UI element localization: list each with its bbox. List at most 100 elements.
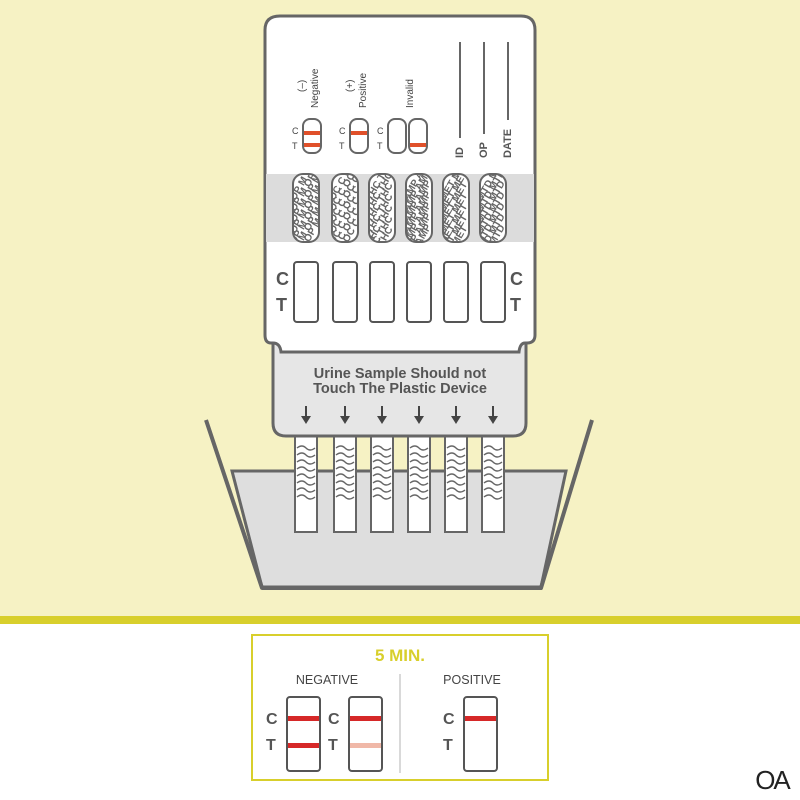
arrow-down-icon [451,406,461,424]
result-window-thc [369,261,395,323]
strip-wave [372,466,392,472]
window-c-left: C [276,269,289,289]
strip-wave [483,452,503,458]
strip-wave [372,445,392,451]
strip-wave [296,452,316,458]
result-window-met [443,261,469,323]
strip-wave [296,473,316,479]
result-neg2-t: T [328,737,338,754]
test-strip-met [444,431,468,533]
warning-line-1: Urine Sample Should not [314,366,487,382]
test-strip-amp [407,431,431,533]
result-window-coc [332,261,358,323]
legend-invalid-t: T [377,141,383,151]
legend-negative-sign: (–) [297,80,308,92]
arrow-down-icon [377,406,387,424]
strip-wave [335,466,355,472]
legend-negative-window [302,118,322,154]
strip-wave [409,459,429,465]
strip-wave [296,487,316,493]
legend-negative-t-line [304,143,320,147]
strip-wave [483,459,503,465]
result-neg1-t-line [288,743,319,748]
legend-positive-c-line [351,131,367,135]
drug-panel-mop: OP M OP MOP M OP MOP M OP MOP M OP MOP M… [292,173,320,243]
strip-wave [483,445,503,451]
legend-invalid-c: C [377,126,384,136]
strip-wave [335,480,355,486]
legend-positive-window [349,118,369,154]
result-pos-window [463,696,498,772]
drug-panel-capsule [405,173,433,243]
strip-wave [409,480,429,486]
strip-wave [446,459,466,465]
strip-wave [409,487,429,493]
strip-wave [372,452,392,458]
field-date-label: DATE [502,129,514,158]
window-t-left: T [276,295,287,315]
result-pos-c: C [443,711,455,728]
result-window-mop [293,261,319,323]
cup-outline [204,419,594,590]
legend-invalid-window-1 [387,118,407,154]
legend-invalid-t-line [410,143,426,147]
strip-wave [296,445,316,451]
result-pos-c-line [465,716,496,721]
legend-negative-c: C [292,126,299,136]
drug-panel-capsule [331,173,359,243]
legend-invalid-label: Invalid [405,79,416,108]
test-strip-coc [333,431,357,533]
strip-wave [409,494,429,500]
strip-wave [296,494,316,500]
brand-logo: OA [755,765,791,795]
field-id-label: ID [454,147,466,158]
strip-wave [483,473,503,479]
arrow-down-icon [340,406,350,424]
legend-positive-label: Positive [358,73,369,108]
strip-wave [446,473,466,479]
record-fields: ID OP DATE [454,42,514,158]
result-neg1-window [286,696,321,772]
result-positive-label: POSITIVE [443,673,501,687]
warning-line-2: Touch The Plastic Device [313,381,487,397]
legend-negative-t: T [292,141,298,151]
result-card: 5 MIN. NEGATIVE POSITIVE C T C T C T [251,634,549,781]
legend-positive-t: T [339,141,345,151]
window-c-right: C [510,269,523,289]
strip-wave [409,445,429,451]
drug-panel-capsule [368,173,396,243]
strip-wave [372,459,392,465]
arrow-down-icon [488,406,498,424]
test-strip-mtd [481,431,505,533]
window-t-right: T [510,295,521,315]
result-neg1-t: T [266,737,276,754]
strip-wave [483,494,503,500]
legend-negative-label: Negative [310,68,321,108]
device-sample-area [271,338,528,438]
result-windows [293,261,506,323]
legend-positive-c: C [339,126,346,136]
divider-stripe [0,616,800,624]
drug-panels: OP M OP MOP M OP MOP M OP MOP M OP MOP M… [292,173,507,243]
strip-wave [296,466,316,472]
strip-wave [372,473,392,479]
strip-wave [296,480,316,486]
result-neg2-window [348,696,383,772]
result-pos-t: T [443,737,453,754]
strip-wave [409,466,429,472]
result-neg2-c-line [350,716,381,721]
result-neg2-t-line [350,743,381,748]
strip-wave [409,452,429,458]
legend-negative-c-line [304,131,320,135]
drug-panel-capsule [442,173,470,243]
strip-wave [335,459,355,465]
strip-wave [446,466,466,472]
strip-wave [372,494,392,500]
strip-wave [446,494,466,500]
